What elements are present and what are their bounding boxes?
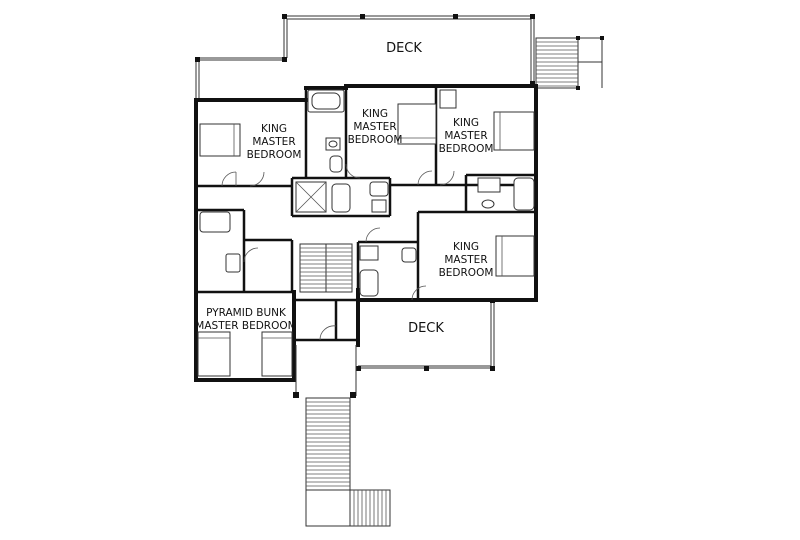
svg-text:BEDROOM: BEDROOM <box>247 149 302 161</box>
door-swings <box>221 163 455 341</box>
svg-text:KING: KING <box>362 108 388 120</box>
svg-text:BEDROOM: BEDROOM <box>439 143 494 155</box>
svg-text:BEDROOM: BEDROOM <box>348 134 403 146</box>
beds <box>197 103 535 377</box>
bedroom-2-label: KING MASTER BEDROOM <box>348 108 403 146</box>
svg-text:KING: KING <box>261 123 287 135</box>
right-deck <box>356 298 495 371</box>
deck-top-label: DECK <box>386 41 422 56</box>
top-deck <box>195 14 535 100</box>
svg-text:KING: KING <box>453 241 479 253</box>
svg-text:PYRAMID BUNK: PYRAMID BUNK <box>206 307 287 319</box>
deck-right-label: DECK <box>408 321 444 336</box>
interior-walls <box>196 86 536 342</box>
svg-text:MASTER BEDROOM: MASTER BEDROOM <box>195 320 296 332</box>
svg-text:KING: KING <box>453 117 479 129</box>
svg-text:MASTER: MASTER <box>252 136 295 148</box>
bedroom-1-label: KING MASTER BEDROOM <box>247 123 302 161</box>
bath-fixtures <box>199 89 535 297</box>
bedroom-3-label: KING MASTER BEDROOM <box>439 117 494 155</box>
svg-text:MASTER: MASTER <box>444 254 487 266</box>
top-right-stair <box>535 36 604 90</box>
svg-text:MASTER: MASTER <box>353 121 396 133</box>
interior-stair <box>299 243 353 293</box>
bedroom-4-label: KING MASTER BEDROOM <box>439 241 494 279</box>
svg-text:MASTER: MASTER <box>444 130 487 142</box>
bedroom-5-label: PYRAMID BUNK MASTER BEDROOM <box>195 307 296 332</box>
svg-text:BEDROOM: BEDROOM <box>439 267 494 279</box>
entry-stair <box>293 345 391 527</box>
